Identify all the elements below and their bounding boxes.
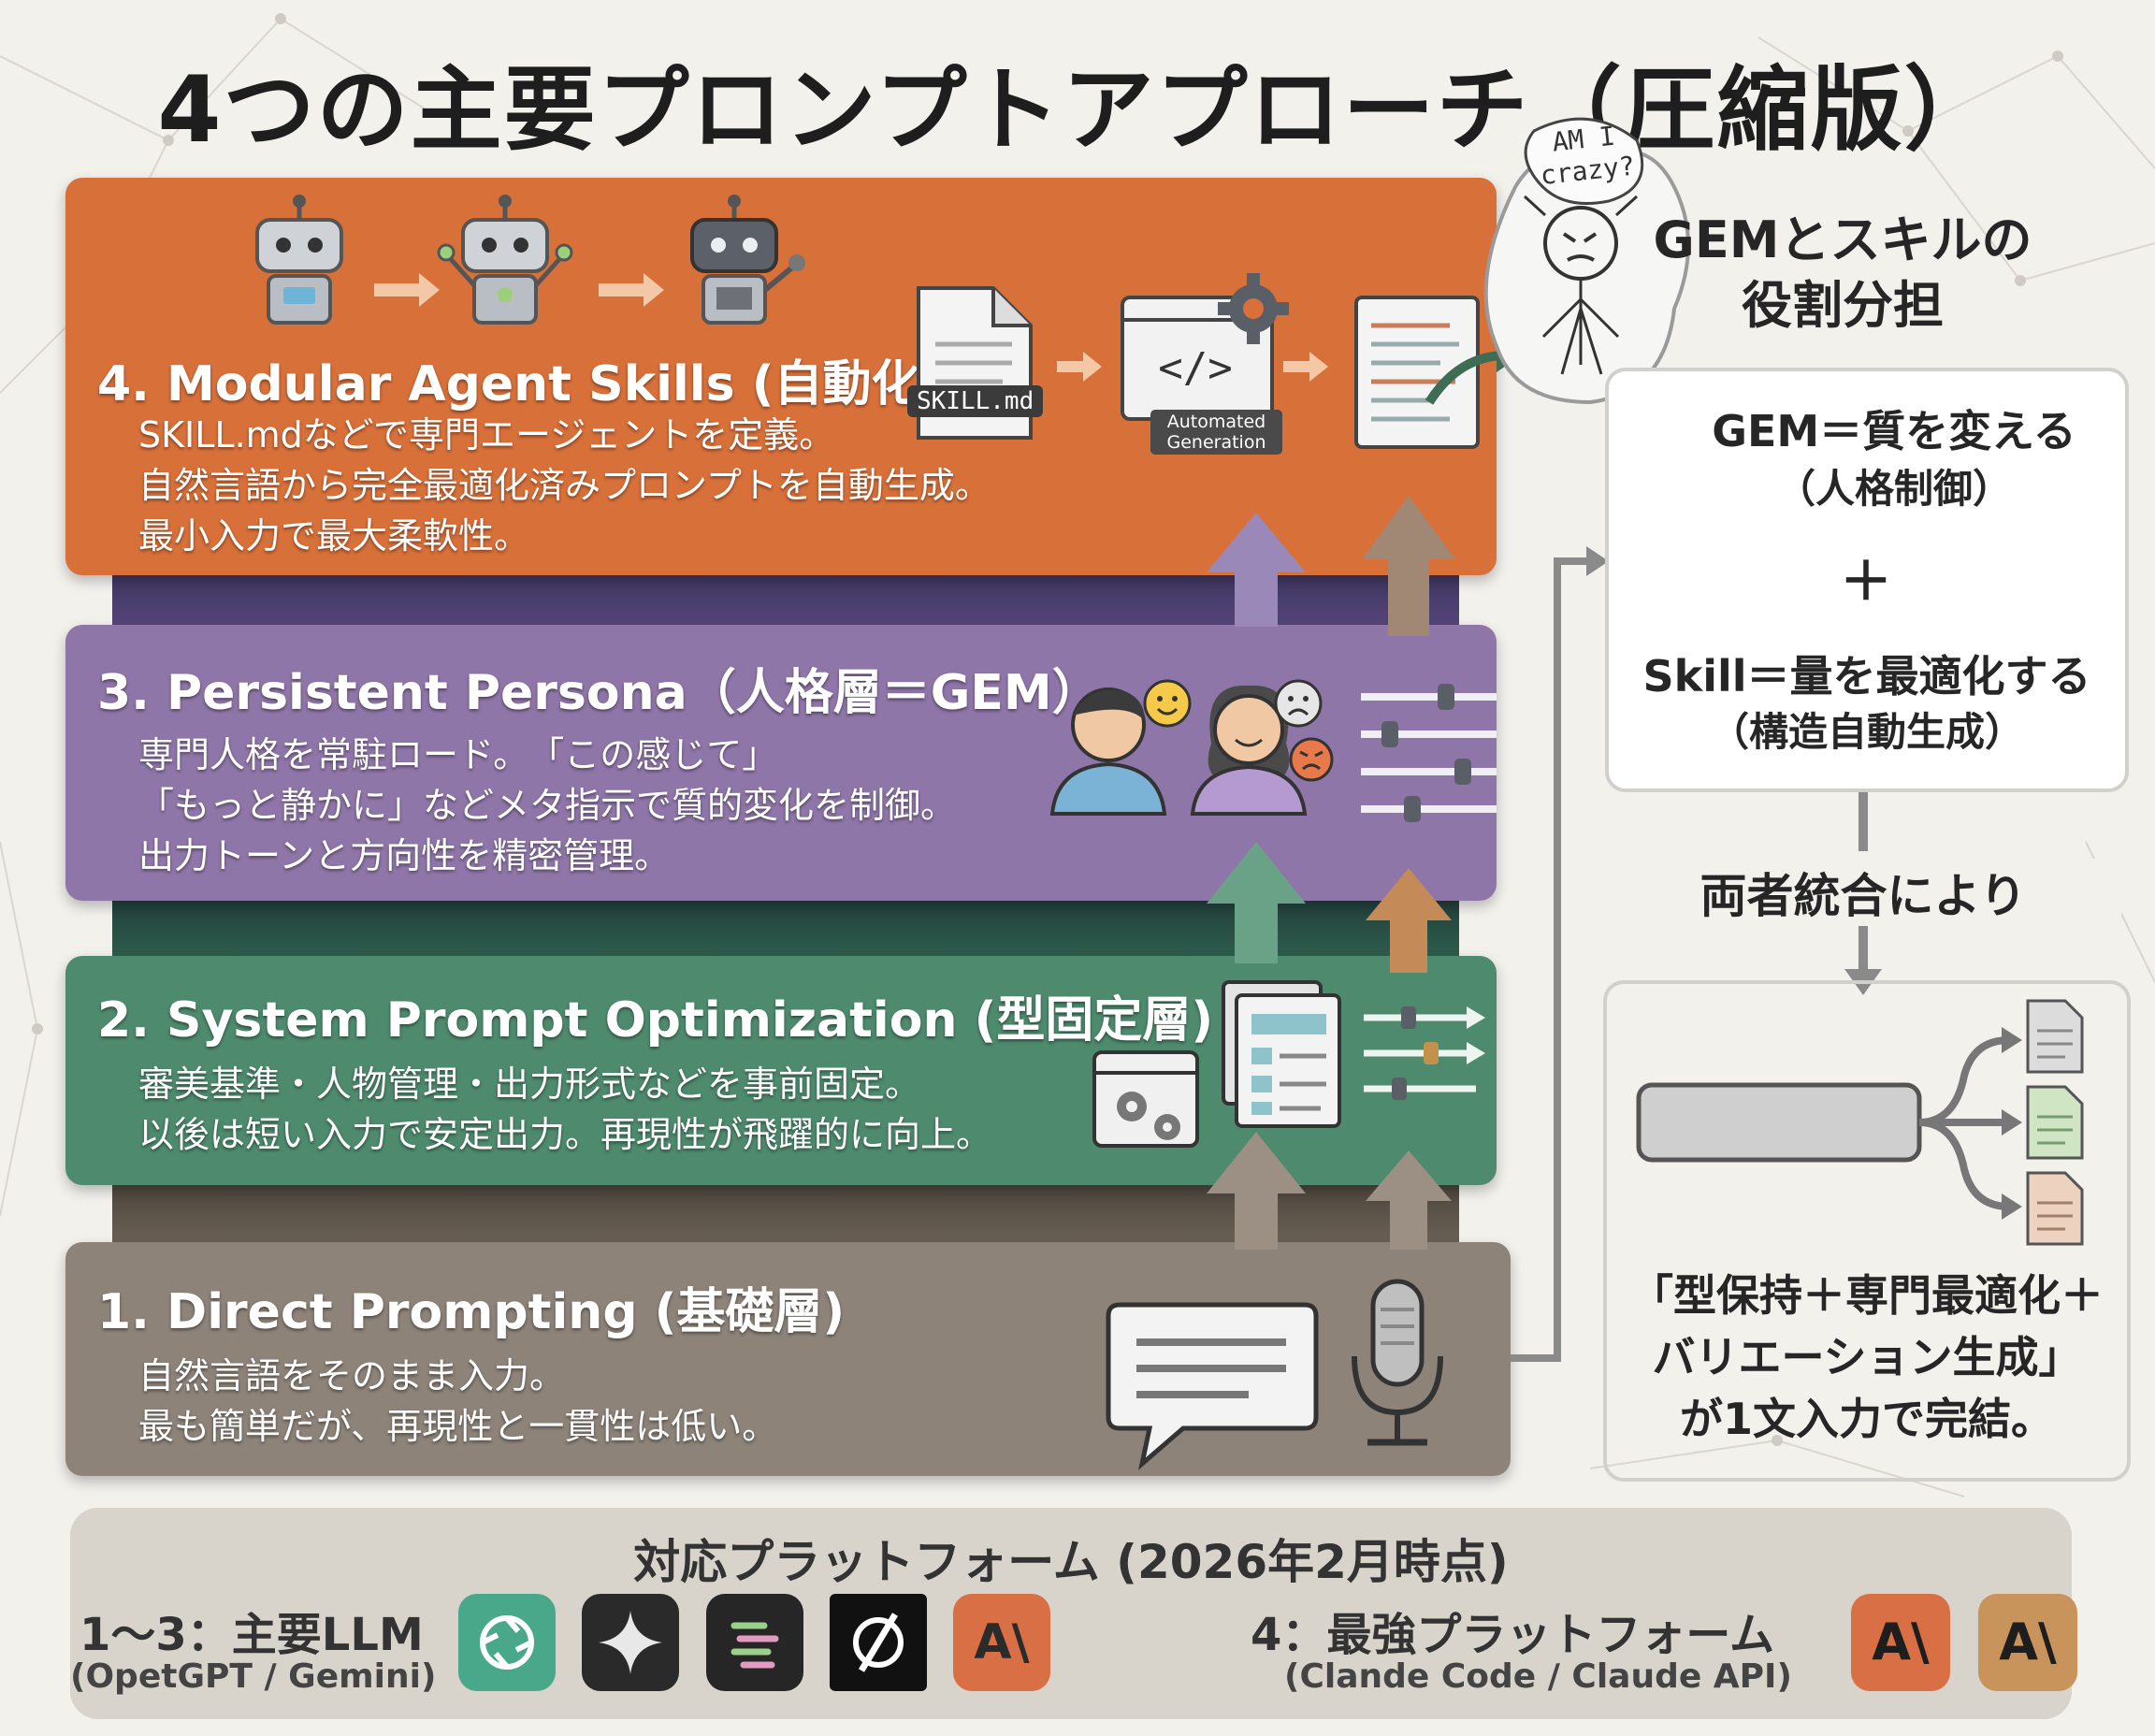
platform-panel: 対応プラットフォーム (2026年2月時点) 1〜3：主要LLM (OpetGP… xyxy=(70,1508,2077,1719)
strongest-platform-label: 4：最強プラットフォーム xyxy=(1251,1609,1774,1661)
chat-bubble-icon xyxy=(1106,1302,1319,1470)
up-arrow-green xyxy=(1207,842,1306,963)
perplexity-logo-icon xyxy=(706,1594,803,1691)
layer-1-line: 自然言語をそのまま入力。 xyxy=(138,1355,566,1396)
layer-2-line: 以後は短い入力で安定出力。再現性が飛躍的に向上。 xyxy=(138,1114,992,1155)
output-doc-green-icon xyxy=(2026,1085,2084,1160)
generated-document-icon xyxy=(1354,296,1480,449)
layer-3-line: 出力トーンと方向性を精密管理。 xyxy=(138,835,671,876)
role-division-box: GEM＝質を変える （人格制御） ＋ Skill＝量を最適化する （構造自動生成… xyxy=(1605,368,2129,792)
chatgpt-logo-icon xyxy=(458,1594,556,1691)
layer-3-persistent-persona: 3. Persistent Persona（人格層＝GEM） 専門人格を常駐ロー… xyxy=(65,625,1497,901)
layer-3-line: 専門人格を常駐ロード。 「この感じて」 xyxy=(138,734,778,775)
doodle-caption: AM I crazy? xyxy=(1539,120,1637,192)
layer-4-line: 最小入力で最大柔軟性。 xyxy=(138,515,530,557)
gem-line: GEM＝質を変える xyxy=(1712,406,2076,456)
layer-2-line: 審美基準・人物管理・出力形式などを事前固定。 xyxy=(138,1063,921,1105)
up-arrow-purple xyxy=(1207,513,1306,627)
slash-logo-icon xyxy=(830,1594,927,1691)
up-arrow-gray-1 xyxy=(1207,1132,1306,1250)
up-arrow-tan xyxy=(1362,496,1455,636)
layer-1-heading: 1. Direct Prompting (基礎層) xyxy=(97,1284,846,1340)
documents-stack-icon xyxy=(1222,980,1341,1128)
layer-2-heading: 2. System Prompt Optimization (型固定層) xyxy=(97,992,1214,1049)
layer-1-body: 自然言語をそのまま入力。 最も簡単だが、再現性と一貫性は低い。 xyxy=(138,1351,777,1452)
doodle-sticker xyxy=(1483,117,1690,405)
layer-2-body: 審美基準・人物管理・出力形式などを事前固定。 以後は短い入力で安定出力。再現性が… xyxy=(138,1059,991,1160)
result-text: 「型保持＋専門最適化＋ バリエーション生成」 が1文入力で完結。 xyxy=(1607,1265,2127,1450)
output-doc-gray-icon xyxy=(2026,999,2084,1074)
result-line: が1文入力で完結。 xyxy=(1679,1394,2054,1444)
robot-advanced-icon xyxy=(690,195,805,325)
skill-line: Skill＝量を最適化する xyxy=(1642,651,2091,702)
layer-3-line: 「もっと静かに」などメタ指示で質的変化を制御。 xyxy=(138,785,957,826)
layer-4-heading: 4. Modular Agent Skills (自動化層) xyxy=(97,356,991,412)
gem-subline: （人格制御） xyxy=(1775,466,2012,512)
claude-api-logo-icon: A\ xyxy=(1978,1594,2077,1691)
robot-arms-up-icon xyxy=(437,195,573,325)
integration-label: 両者統合により xyxy=(1605,859,2121,926)
role-header-line: 役割分担 xyxy=(1742,276,1944,335)
output-doc-orange-icon xyxy=(2026,1171,2084,1246)
strongest-platform-sub: (Clande Code / Claude API) xyxy=(1284,1657,1792,1696)
layer-4-body: SKILL.mdなどで専門エージェントを定義。 自然言語から完全最適化済みプロン… xyxy=(138,410,991,561)
result-line: バリエーション生成」 xyxy=(1652,1332,2082,1382)
sliders-icon xyxy=(1361,684,1497,822)
svg-text:</>: </> xyxy=(1158,344,1232,392)
layer-1-line: 最も簡単だが、再現性と一貫性は低い。 xyxy=(138,1406,778,1447)
skill-file-label: SKILL.md xyxy=(907,385,1044,417)
major-llm-sub: (OpetGPT / Gemini) xyxy=(70,1657,437,1696)
claude-code-logo-icon: A\ xyxy=(1851,1594,1950,1691)
microphone-icon xyxy=(1352,1279,1443,1446)
angry-emoji-icon xyxy=(1289,737,1334,782)
result-box: 「型保持＋専門最適化＋ バリエーション生成」 が1文入力で完結。 xyxy=(1603,980,2131,1482)
page-title: 4つの主要プロンプトアプローチ（圧縮版） xyxy=(157,57,1998,164)
anthropic-logo-icon: A\ xyxy=(953,1594,1050,1691)
plus-sign: ＋ xyxy=(1840,552,1892,613)
robot-icon xyxy=(255,195,343,325)
woman-avatar-icon xyxy=(1190,685,1308,816)
up-arrow-gray-2 xyxy=(1366,1150,1452,1250)
platform-title: 対応プラットフォーム (2026年2月時点) xyxy=(633,1535,1509,1589)
adjustment-sliders-icon xyxy=(1364,1006,1485,1100)
smile-emoji-icon xyxy=(1143,679,1192,728)
up-arrow-orange xyxy=(1366,868,1452,973)
gear-icon xyxy=(1218,273,1289,344)
role-division-header: GEMとスキルの 役割分担 xyxy=(1590,208,2095,339)
skill-subline: （構造自動生成） xyxy=(1709,709,2024,755)
man-avatar-icon xyxy=(1049,687,1167,816)
role-header-line: GEMとスキルの xyxy=(1653,210,2032,269)
settings-window-icon xyxy=(1092,1050,1199,1148)
layer-3-body: 専門人格を常駐ロード。 「この感じて」 「もっと静かに」などメタ指示で質的変化を… xyxy=(138,730,956,881)
claude-code-logo-text: A\ xyxy=(1872,1613,1930,1671)
result-line: 「型保持＋専門最適化＋ xyxy=(1630,1270,2104,1321)
major-llm-label: 1〜3：主要LLM xyxy=(80,1609,424,1661)
sad-emoji-icon xyxy=(1274,679,1323,728)
layer-4-line: 自然言語から完全最適化済みプロンプトを自動生成。 xyxy=(138,465,991,506)
anthropic-logo-text: A\ xyxy=(974,1614,1030,1671)
claude-api-logo-text: A\ xyxy=(1999,1613,2057,1671)
gemini-logo-icon xyxy=(582,1594,679,1691)
layer-3-heading: 3. Persistent Persona（人格層＝GEM） xyxy=(97,665,1101,721)
layer-4-line: SKILL.mdなどで専門エージェントを定義。 xyxy=(138,414,835,456)
automated-generation-label: Automated Generation xyxy=(1150,410,1282,455)
